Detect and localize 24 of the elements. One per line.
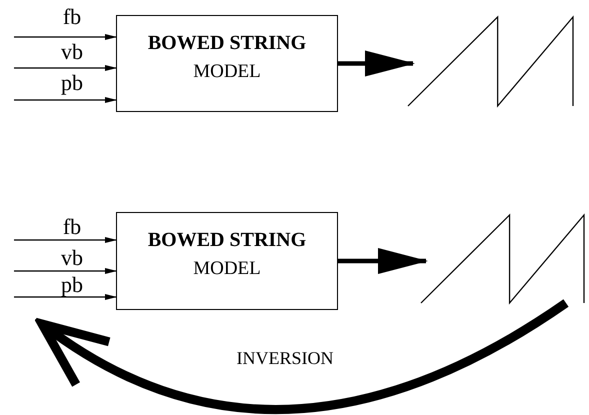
box-heading: BOWED STRING	[148, 32, 306, 54]
arrow	[14, 268, 117, 274]
arrow	[14, 237, 117, 243]
process-box	[116, 212, 338, 310]
edge-label: INVERSION	[236, 349, 334, 367]
signal-label: fb	[62, 215, 82, 239]
arrow	[14, 34, 117, 40]
signal-label: pb	[61, 273, 83, 297]
sawtooth-waveform-drawing	[408, 17, 574, 106]
arrow	[14, 65, 117, 71]
signal-label: vb	[61, 40, 83, 64]
arrow	[338, 248, 428, 274]
box-text: MODEL	[193, 259, 261, 279]
box-text: MODEL	[193, 62, 261, 82]
sawtooth-waveform-drawing	[421, 215, 585, 303]
signal-label: fb	[62, 5, 82, 29]
arrow	[14, 294, 117, 300]
signal-label: vb	[61, 246, 83, 270]
box-heading: BOWED STRING	[148, 229, 306, 251]
curved-arrow	[38, 299, 568, 414]
arrow	[14, 97, 117, 103]
arrow	[338, 50, 415, 76]
process-box	[116, 15, 338, 112]
signal-label: pb	[61, 71, 83, 95]
